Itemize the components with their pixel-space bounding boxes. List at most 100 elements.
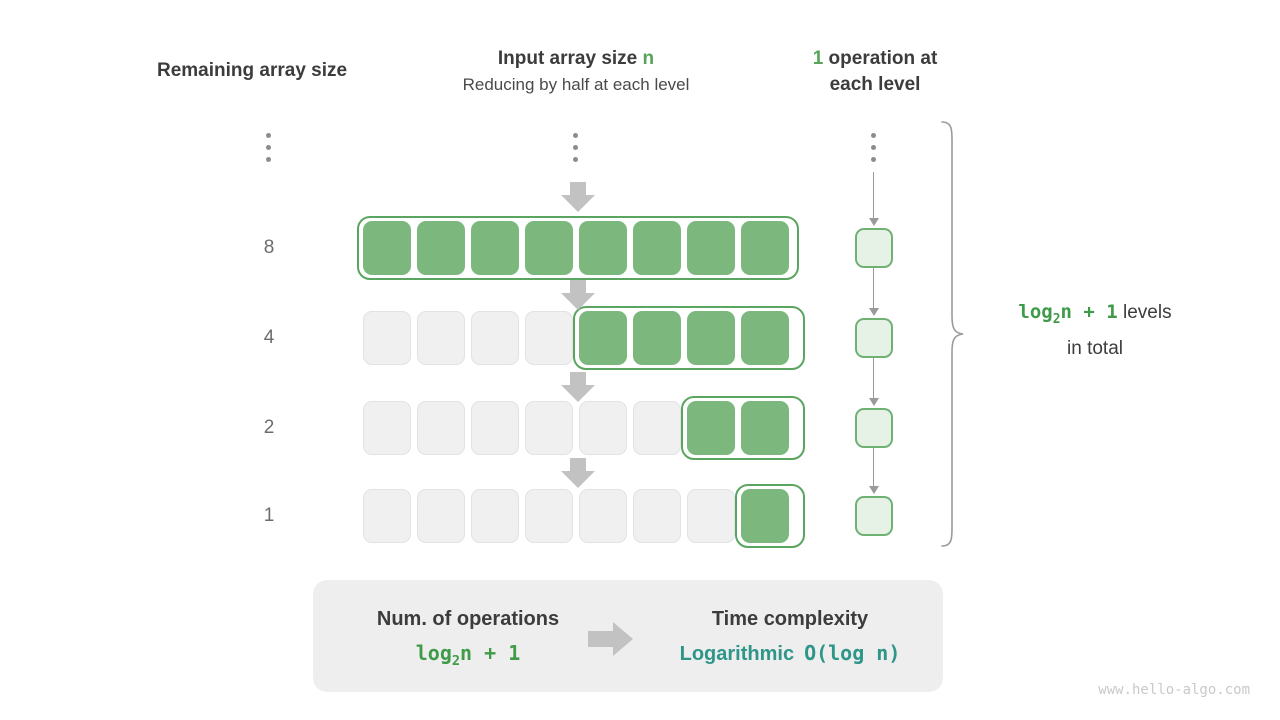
array-row-8 (357, 216, 799, 280)
arrow-stem (570, 280, 586, 294)
array-cell (417, 489, 465, 543)
array-cell (741, 401, 789, 455)
summary-complexity: Time complexity Logarithmic O(log n) (645, 602, 935, 671)
arrow-head (561, 195, 595, 212)
arrow-head (561, 471, 595, 488)
array-cell (687, 221, 735, 275)
array-cell (579, 489, 627, 543)
halve-arrow-icon (561, 280, 595, 310)
header-input-array: Input array size n Reducing by half at e… (376, 46, 776, 98)
ellipsis-middle (573, 133, 579, 169)
summary-panel: Num. of operations log2n + 1 Time comple… (313, 580, 943, 692)
array-cell (417, 221, 465, 275)
active-range-outline-4 (573, 306, 805, 370)
op-connector-arrowhead-icon (869, 218, 879, 226)
row-label-2: 2 (263, 417, 275, 438)
header-input-array-subtitle: Reducing by half at each level (462, 75, 690, 94)
arrow-head (561, 293, 595, 310)
watermark: www.hello-algo.com (1098, 682, 1250, 698)
arrow-stem (588, 631, 614, 647)
operation-box (855, 318, 893, 358)
op-connector-line (873, 268, 875, 312)
levels-word: levels (1117, 302, 1172, 323)
ellipsis-left (266, 133, 272, 169)
summary-arrow-icon (588, 622, 640, 656)
summary-complexity-word: Logarithmic (679, 643, 795, 665)
levels-formula-line: log2n + 1 levels (975, 298, 1215, 334)
array-row-4 (363, 306, 805, 370)
array-cell (687, 401, 735, 455)
array-cell (363, 311, 411, 365)
array-row-1 (363, 484, 805, 548)
header-input-array-title-text: Input array size (497, 48, 643, 69)
halve-arrow-icon (561, 458, 595, 488)
summary-operations-value-post: n + 1 (460, 641, 521, 665)
array-cell (363, 489, 411, 543)
array-cell (633, 489, 681, 543)
array-cell (471, 401, 519, 455)
header-operations-count: 1 (812, 48, 824, 69)
header-remaining-array-size: Remaining array size (157, 60, 348, 81)
array-cell (525, 401, 573, 455)
operation-box (855, 496, 893, 536)
array-cell (741, 311, 789, 365)
summary-complexity-value: Logarithmic O(log n) (645, 636, 935, 671)
dot (573, 133, 578, 138)
halve-arrow-icon (561, 182, 595, 212)
dot (871, 157, 876, 162)
levels-formula-post: n + 1 (1060, 301, 1118, 323)
summary-complexity-title: Time complexity (711, 608, 869, 630)
row-label-4: 4 (263, 327, 275, 348)
summary-operations-title: Num. of operations (376, 608, 560, 630)
summary-complexity-bigo: O(log n) (804, 641, 901, 665)
arrow-head (613, 622, 633, 656)
header-operations-line2: each level (829, 74, 921, 95)
dot (573, 145, 578, 150)
arrow-head (561, 385, 595, 402)
header-operations: 1 operation at each level (775, 46, 975, 98)
operation-box (855, 408, 893, 448)
array-cell (741, 221, 789, 275)
header-input-array-title: Input array size n (376, 46, 776, 72)
arrow-stem (570, 458, 586, 472)
levels-line2: in total (1067, 337, 1123, 359)
header-operations-line1-rest: operation at (823, 48, 938, 69)
operation-box (855, 228, 893, 268)
levels-formula-pre: log (1018, 301, 1053, 323)
summary-operations-value-sub: 2 (451, 653, 461, 669)
array-cell (579, 311, 627, 365)
array-cell (579, 401, 627, 455)
dot (266, 157, 271, 162)
array-row-2 (363, 396, 805, 460)
summary-operations: Num. of operations log2n + 1 (323, 602, 613, 678)
op-connector-line (873, 172, 875, 220)
array-cell (471, 311, 519, 365)
array-cell (471, 489, 519, 543)
array-cell (633, 401, 681, 455)
summary-operations-value-pre: log (415, 641, 452, 665)
array-cell (363, 221, 411, 275)
ellipsis-right (871, 133, 877, 169)
array-cell (525, 221, 573, 275)
op-connector-line (873, 448, 875, 490)
array-cell (687, 311, 735, 365)
dot (266, 133, 271, 138)
dot (266, 145, 271, 150)
active-range-outline-8 (357, 216, 799, 280)
array-cell (633, 311, 681, 365)
active-range-outline-2 (681, 396, 805, 460)
op-connector-arrowhead-icon (869, 486, 879, 494)
array-cell (471, 221, 519, 275)
levels-formula: log2n + 1 (1018, 301, 1118, 327)
op-connector-arrowhead-icon (869, 398, 879, 406)
halve-arrow-icon (561, 372, 595, 402)
header-operations-line1: 1 operation at (775, 46, 975, 72)
array-cell (363, 401, 411, 455)
array-cell (525, 489, 573, 543)
op-connector-line (873, 358, 875, 402)
array-cell (525, 311, 573, 365)
dot (871, 133, 876, 138)
levels-annotation: log2n + 1 levels in total (975, 298, 1215, 363)
header-input-array-symbol: n (642, 48, 655, 69)
